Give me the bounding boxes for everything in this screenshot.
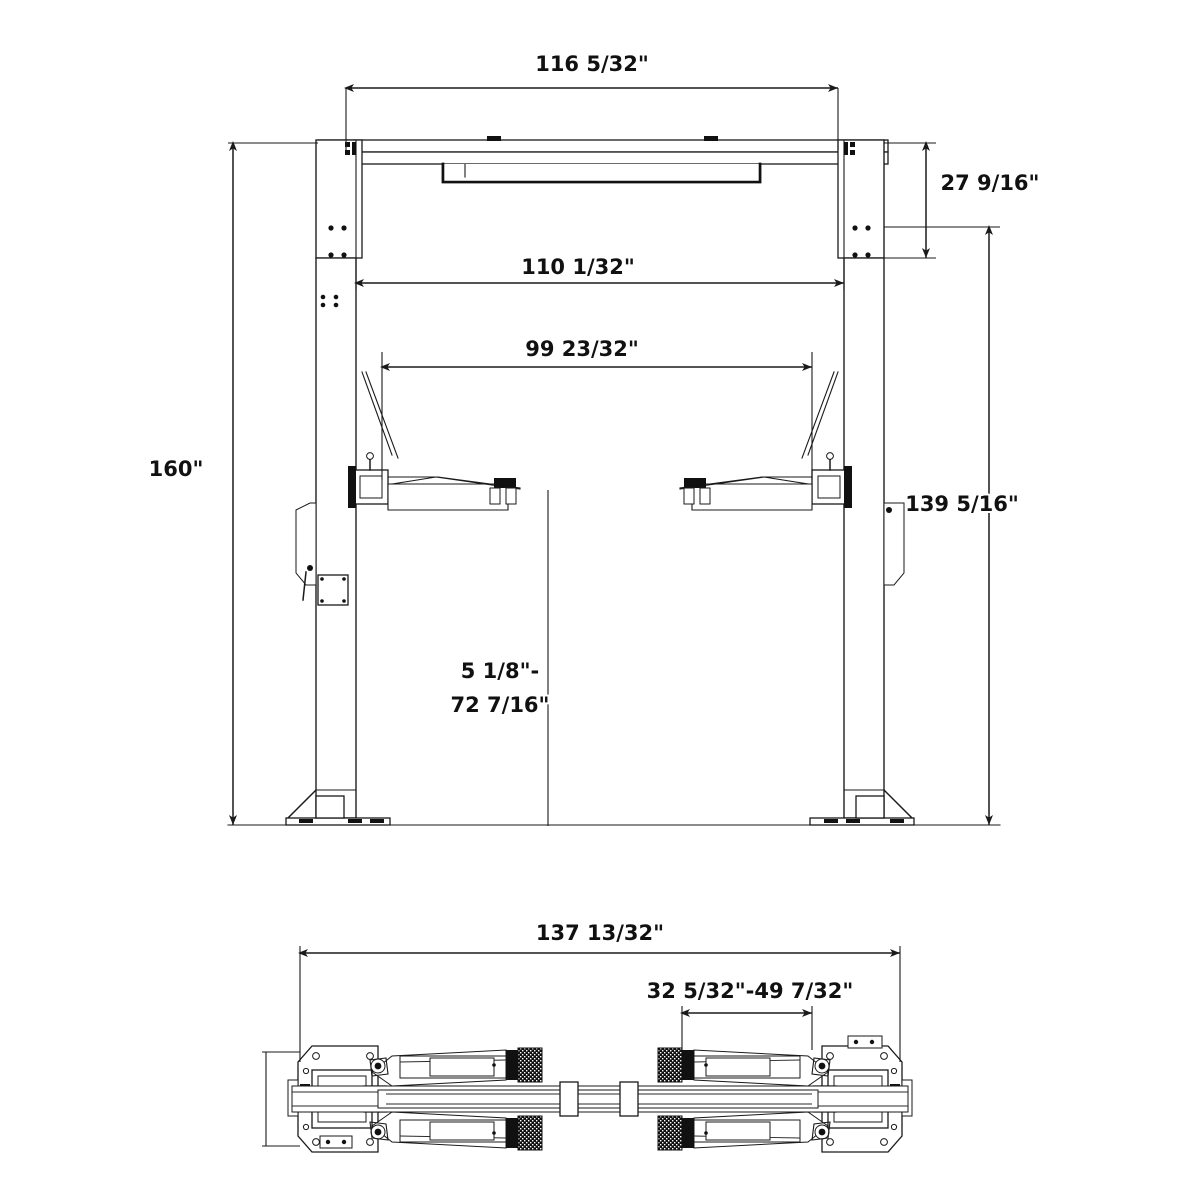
front-elevation-view: 116 5/32" 27 9/16" 110 1/32" 99 23/32" <box>147 50 1041 826</box>
dim-arm-height-range: 5 1/8"- 72 7/16" <box>449 490 551 826</box>
right-carriage-and-arm <box>679 371 852 511</box>
right-column-lock-release <box>883 502 905 586</box>
right-column-bolt-holes <box>852 225 871 258</box>
plan-left-extension-marks <box>262 1051 300 1147</box>
dim-label-plan-arm-range: 32 5/32"-49 7/32" <box>647 979 854 1003</box>
dim-label-overhead-beam-height: 27 9/16" <box>941 171 1040 195</box>
left-column-lock-release <box>295 502 317 601</box>
left-column-control-box <box>317 574 349 606</box>
right-column-cap-detail <box>844 142 855 155</box>
left-column-cap-detail <box>345 142 356 155</box>
dim-plan-overall-length: 137 13/32" <box>298 919 901 1062</box>
dim-label-arm-reach-high: 72 7/16" <box>451 693 550 717</box>
left-carriage-and-arm <box>348 371 521 511</box>
plan-arm-lower-left <box>369 1111 543 1151</box>
overhead-beam-assembly <box>317 136 889 184</box>
right-column <box>809 139 915 826</box>
dim-label-plan-overall-length: 137 13/32" <box>536 921 664 945</box>
plan-center-crossbeam <box>291 1081 909 1117</box>
plan-arm-upper-right <box>657 1047 831 1087</box>
plan-arm-lower-right <box>657 1111 831 1151</box>
left-column-bolt-holes <box>320 225 347 308</box>
dim-overhead-beam-width: 116 5/32" <box>344 50 839 150</box>
dim-label-drive-through-width: 99 23/32" <box>525 337 639 361</box>
plan-top-view: 137 13/32" 32 5/32"-49 7/32" <box>262 919 913 1153</box>
dim-overhead-beam-height: 27 9/16" <box>884 141 1041 259</box>
plan-arm-upper-left <box>369 1047 543 1087</box>
right-column-base-plate <box>809 788 915 826</box>
dim-overall-height: 160" <box>147 141 318 826</box>
dim-label-arm-reach-low: 5 1/8"- <box>461 659 539 683</box>
dim-inside-column-width: 110 1/32" <box>354 253 845 290</box>
dim-plan-arm-range: 32 5/32"-49 7/32" <box>645 977 855 1050</box>
dim-label-overall-height: 160" <box>149 457 204 481</box>
dim-drive-through-width: 99 23/32" <box>380 335 813 480</box>
dim-label-inside-column-width: 110 1/32" <box>521 255 635 279</box>
dim-label-overhead-beam-width: 116 5/32" <box>535 52 649 76</box>
dim-label-lifting-height-whole: 139 5/16" <box>905 492 1019 516</box>
dim-lifting-height: 139 5/16" <box>884 225 1021 826</box>
